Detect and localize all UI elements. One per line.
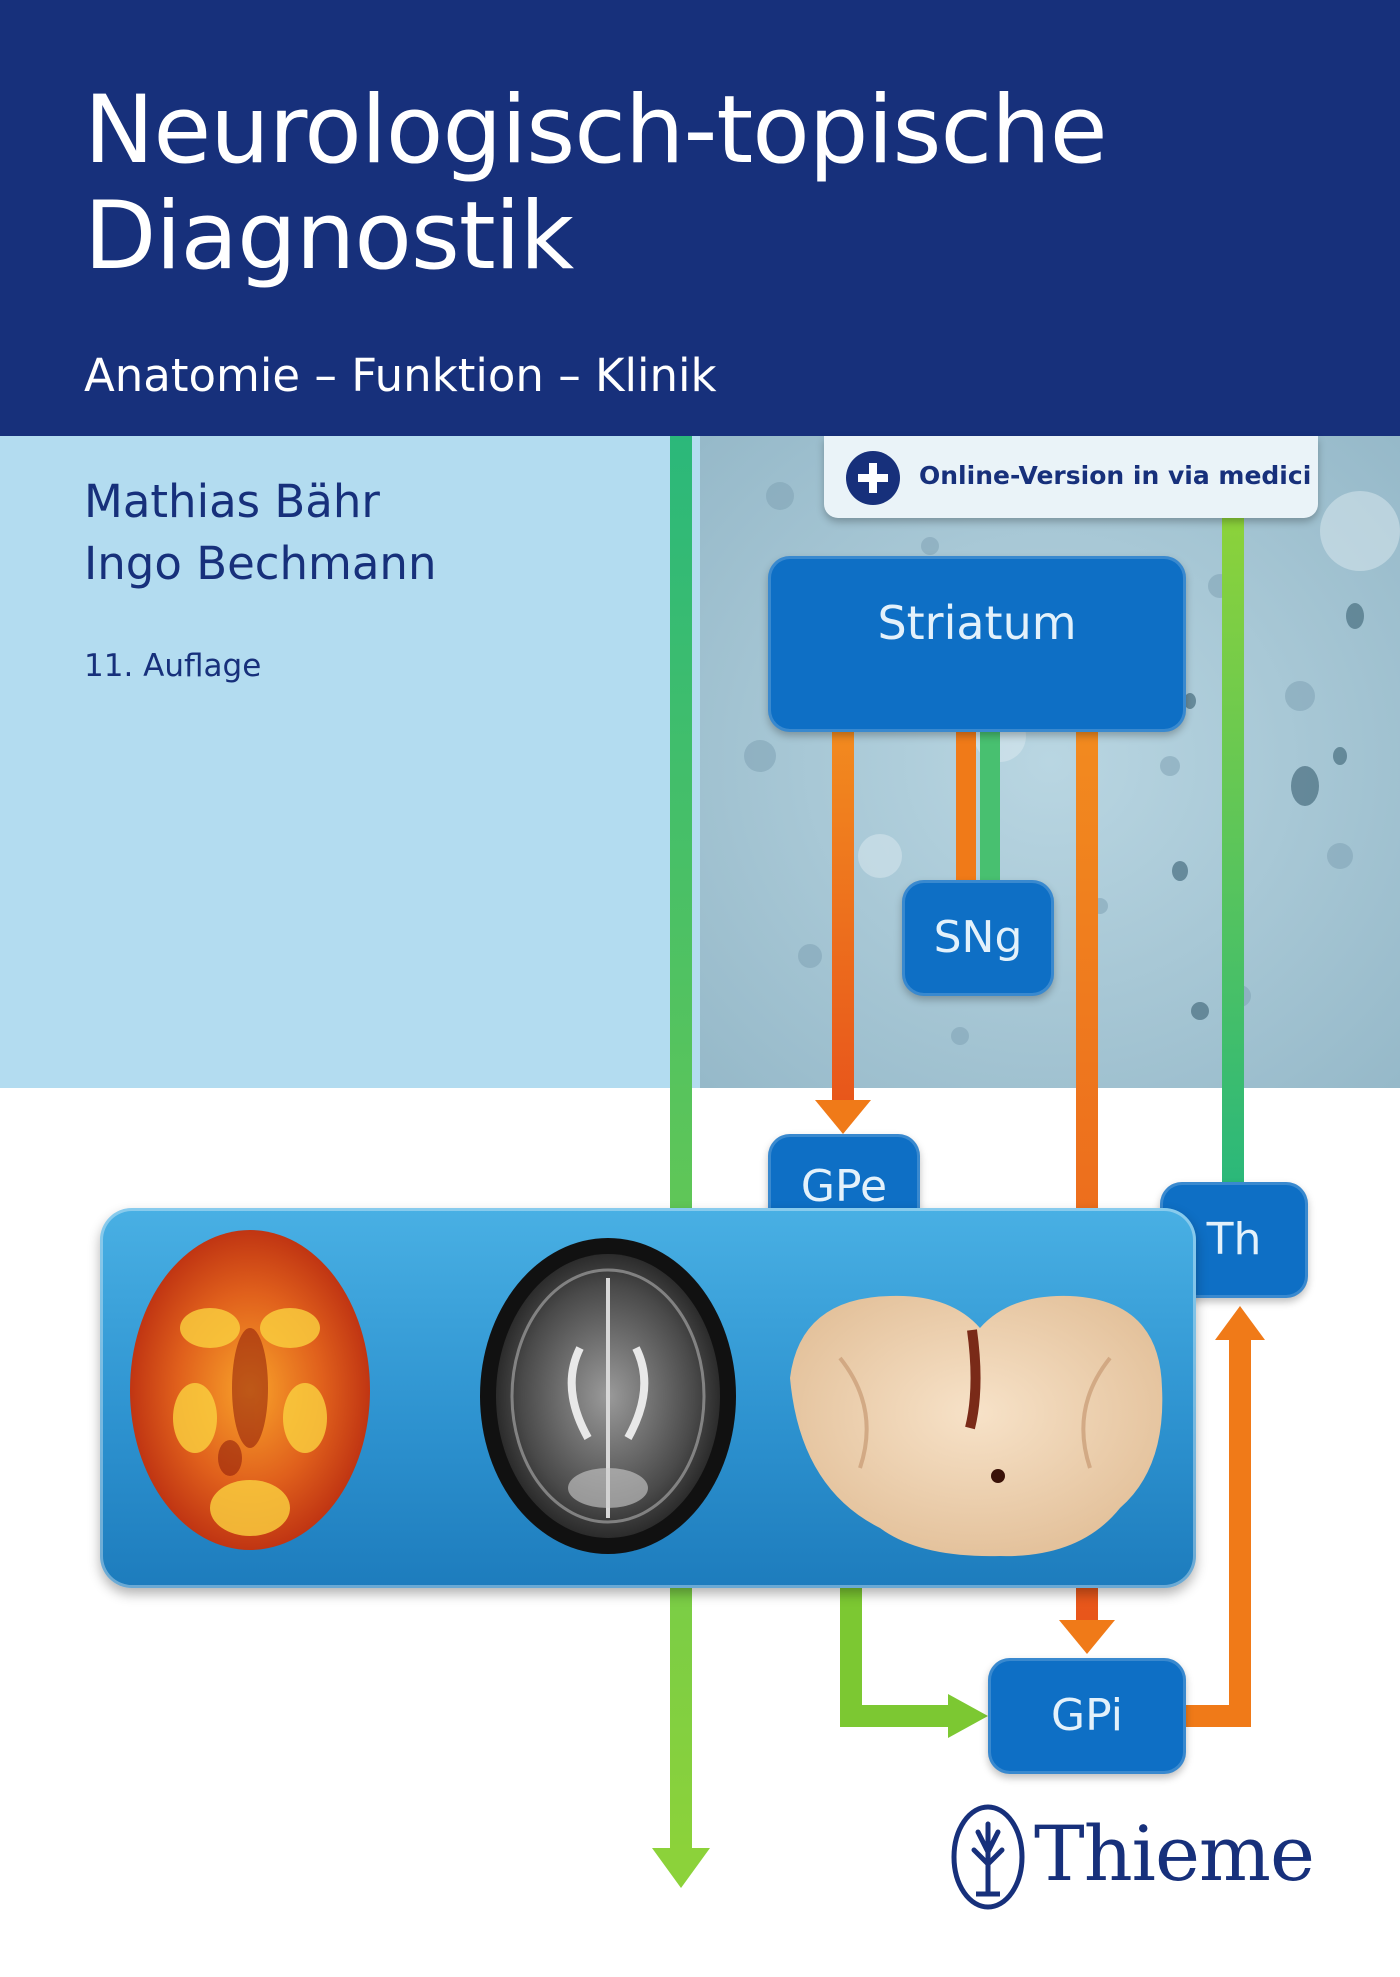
orange-arrowhead-gpi xyxy=(1059,1620,1115,1654)
green-arrowhead-down xyxy=(652,1848,710,1888)
edition-label: 11. Auflage xyxy=(84,648,262,684)
node-gpi: GPi xyxy=(988,1658,1186,1774)
author-name: Mathias Bähr xyxy=(84,475,380,528)
title-line-2: Diagnostik xyxy=(84,182,574,291)
mri-scan-image xyxy=(480,1238,736,1554)
node-sng: SNg xyxy=(902,880,1054,996)
cover-header: Neurologisch-topische Diagnostik Anatomi… xyxy=(0,0,1400,436)
orange-arrowhead-gpe xyxy=(815,1100,871,1134)
brain-image-strip xyxy=(100,1208,1196,1588)
publisher-logo: Thieme xyxy=(948,1802,1328,1912)
pet-scan-image xyxy=(130,1230,370,1550)
microscopy-background xyxy=(700,436,1400,1088)
node-striatum: Striatum xyxy=(768,556,1186,732)
title-line-1: Neurologisch-topische xyxy=(84,76,1108,185)
green-arrow-gpi xyxy=(840,1588,950,1727)
author-panel xyxy=(0,436,700,1088)
book-subtitle: Anatomie – Funktion – Klinik xyxy=(84,349,717,402)
node-striatum-label: Striatum xyxy=(877,596,1077,650)
microscopy-texture xyxy=(700,436,1400,1088)
publisher-name: Thieme xyxy=(1034,1809,1315,1898)
brain-images xyxy=(130,1230,1163,1557)
tree-icon xyxy=(951,1804,1025,1910)
brain-specimen-image xyxy=(790,1295,1163,1557)
author-name: Ingo Bechmann xyxy=(84,537,437,590)
book-title: Neurologisch-topische Diagnostik xyxy=(84,76,1108,291)
online-version-label: Online-Version in via medici xyxy=(919,461,1312,490)
green-arrowhead-gpi xyxy=(948,1694,988,1738)
orange-arrowhead-th xyxy=(1215,1306,1265,1340)
plus-icon xyxy=(846,451,900,505)
online-version-badge[interactable]: Online-Version in via medici xyxy=(824,436,1318,518)
